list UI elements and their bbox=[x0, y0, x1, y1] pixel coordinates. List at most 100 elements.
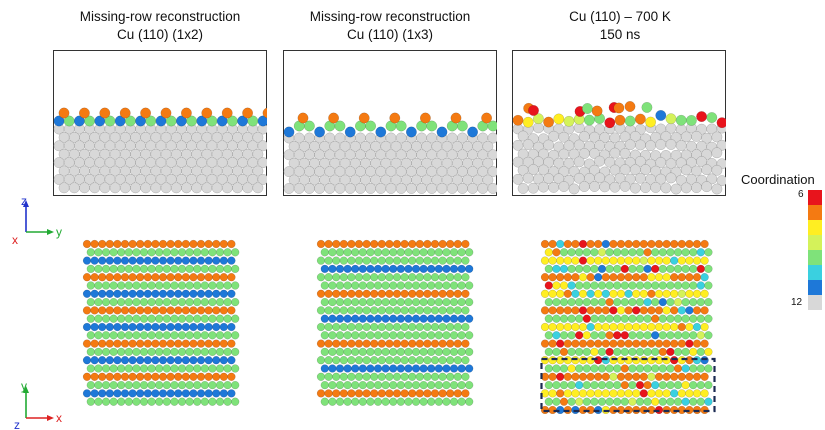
top-atom bbox=[109, 264, 118, 274]
bulk-atom bbox=[589, 147, 600, 159]
top-atom bbox=[98, 372, 107, 381]
top-atom bbox=[544, 331, 553, 340]
top-atom bbox=[415, 239, 424, 249]
bulk-atom bbox=[487, 182, 497, 194]
top-atom bbox=[601, 239, 610, 249]
top-atom bbox=[556, 322, 565, 332]
top-atom bbox=[158, 273, 168, 282]
top-atom bbox=[430, 256, 440, 265]
top-atom bbox=[624, 306, 633, 315]
top-atom bbox=[654, 322, 664, 332]
top-atom bbox=[411, 248, 421, 257]
top-atom bbox=[351, 397, 360, 406]
top-atom bbox=[704, 347, 713, 357]
top-atom bbox=[381, 281, 390, 290]
top-atom bbox=[548, 273, 557, 282]
top-atom bbox=[231, 331, 240, 340]
top-atom bbox=[200, 297, 209, 307]
top-atom bbox=[643, 297, 652, 307]
surface-atom bbox=[467, 126, 479, 138]
top-atom bbox=[609, 256, 618, 265]
top-atom bbox=[223, 248, 232, 257]
top-atom bbox=[639, 239, 648, 249]
top-atom bbox=[411, 364, 421, 373]
bulk-atom bbox=[522, 139, 534, 150]
top-atom bbox=[105, 273, 114, 282]
top-atom bbox=[628, 364, 637, 373]
top-atom bbox=[324, 372, 333, 381]
top-atom bbox=[415, 289, 424, 298]
top-atom bbox=[117, 380, 126, 390]
top-atom bbox=[434, 397, 443, 406]
top-atom bbox=[332, 256, 341, 265]
top-atom bbox=[373, 264, 383, 274]
top-atom bbox=[204, 356, 213, 365]
bulk-atom bbox=[257, 173, 267, 185]
top-atom bbox=[362, 356, 371, 365]
top-atom bbox=[597, 364, 607, 373]
top-atom bbox=[670, 306, 679, 315]
top-atom bbox=[86, 331, 95, 340]
bulk-atom bbox=[375, 182, 387, 194]
top-atom bbox=[559, 380, 569, 390]
bulk-atom bbox=[252, 131, 264, 143]
top-atom bbox=[98, 356, 107, 365]
top-atom bbox=[700, 372, 709, 381]
top-atom bbox=[662, 322, 671, 332]
top-atom bbox=[415, 356, 424, 365]
top-atom bbox=[339, 339, 348, 348]
top-atom bbox=[396, 281, 405, 290]
top-atom bbox=[366, 314, 375, 323]
top-atom bbox=[170, 264, 179, 274]
top-atom bbox=[635, 264, 645, 274]
top-atom bbox=[586, 306, 595, 315]
top-atom bbox=[647, 273, 656, 282]
top-atom bbox=[457, 347, 466, 357]
top-atom bbox=[320, 347, 329, 357]
top-atom bbox=[658, 264, 667, 274]
top-atom bbox=[373, 347, 383, 357]
top-atom bbox=[219, 306, 228, 315]
top-atom bbox=[571, 239, 580, 249]
bulk-atom bbox=[716, 175, 726, 187]
top-atom bbox=[143, 273, 152, 282]
top-atom bbox=[692, 389, 702, 398]
bulk-atom bbox=[532, 122, 544, 134]
title-1x2: Missing-row reconstruction Cu (110) (1x2… bbox=[79, 9, 241, 42]
top-atom bbox=[105, 306, 114, 315]
top-atom bbox=[158, 256, 168, 265]
top-atom bbox=[620, 314, 629, 323]
top-atom bbox=[208, 297, 217, 307]
top-atom bbox=[139, 297, 149, 307]
top-atom bbox=[552, 264, 561, 274]
top-atom bbox=[639, 273, 648, 282]
top-atom bbox=[385, 389, 394, 398]
bulk-atom bbox=[252, 148, 264, 160]
bulk-atom bbox=[405, 182, 417, 194]
top-atom bbox=[575, 331, 584, 340]
bulk-atom bbox=[191, 182, 203, 194]
top-atom bbox=[666, 364, 675, 373]
top-atom bbox=[328, 264, 337, 274]
bulk-atom bbox=[527, 182, 539, 194]
top-atom bbox=[128, 306, 137, 315]
top-atom bbox=[609, 273, 618, 282]
top-atom bbox=[559, 248, 569, 257]
top-atom bbox=[586, 372, 595, 381]
top-atom bbox=[335, 248, 345, 257]
top-atom bbox=[408, 372, 417, 381]
top-atom bbox=[358, 248, 367, 257]
top-atom bbox=[105, 289, 114, 298]
bulk-atom bbox=[701, 164, 713, 176]
top-atom bbox=[373, 248, 383, 257]
top-atom bbox=[563, 389, 572, 398]
top-atom bbox=[392, 339, 402, 348]
top-atom bbox=[320, 281, 329, 290]
top-atom bbox=[215, 314, 225, 323]
top-atom bbox=[411, 397, 421, 406]
top-atom bbox=[98, 306, 107, 315]
top-atom bbox=[590, 364, 599, 373]
top-atom bbox=[117, 248, 126, 257]
top-atom bbox=[624, 322, 633, 332]
surface-atom bbox=[665, 113, 677, 125]
